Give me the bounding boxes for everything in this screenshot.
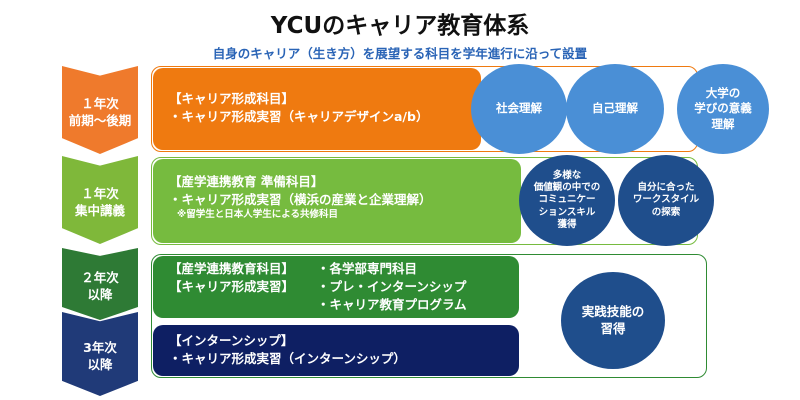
stage-year3: 3年次以降	[62, 312, 138, 396]
circle-work-style: 自分に合った ワークスタイル の探索	[618, 155, 714, 246]
panel-career-subjects: 【キャリア形成科目】 ・キャリア形成実習（キャリアデザインa/b）	[153, 68, 481, 150]
circle-social-understanding: 社会理解	[471, 64, 567, 154]
panel-industry-prep: 【産学連携教育 準備科目】 ・キャリア形成実習（横浜の産業と企業理解） ※留学生…	[153, 159, 521, 243]
page-title: YCUのキャリア教育体系	[270, 13, 530, 39]
circle-communication-skills: 多様な 価値観の中での コミュニケー ションスキル 獲得	[519, 155, 615, 246]
stage-year2: ２年次以降	[62, 248, 138, 320]
page-subtitle: 自身のキャリア（生き方）を展望する科目を学年進行に沿って設置	[212, 46, 588, 61]
circle-self-understanding: 自己理解	[566, 64, 664, 154]
circle-practical-skills: 実践技能の 習得	[561, 272, 665, 369]
circle-university-meaning: 大学の 学びの意義 理解	[677, 64, 769, 154]
panel-internship: 【インターンシップ】 ・キャリア形成実習（インターンシップ）	[153, 325, 519, 376]
panel-industry-subjects: 【産学連携教育科目】・各学部専門科目 【キャリア形成実習】・プレ・インターンシッ…	[153, 256, 519, 318]
stage-year1-intensive: １年次集中講義	[62, 156, 138, 244]
stage-year1-semester: １年次前期～後期	[62, 66, 138, 154]
